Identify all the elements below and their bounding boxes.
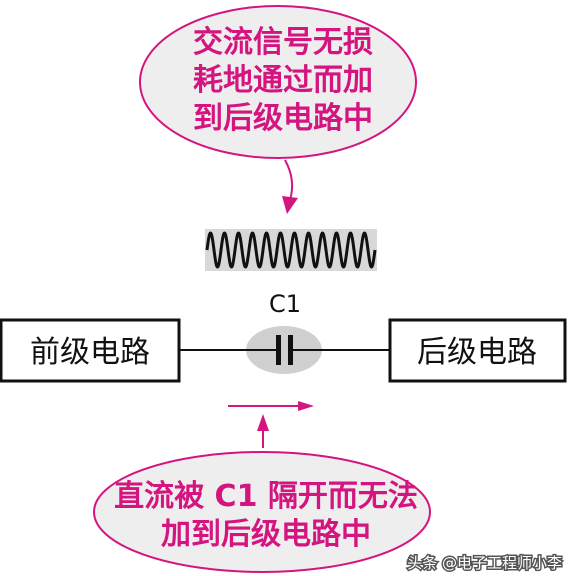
left-box-frame — [0, 318, 181, 383]
capacitor-halo — [246, 326, 322, 374]
capacitor-c1 — [246, 326, 322, 374]
watermark-text: 头条 @电子工程师小李 — [407, 554, 562, 572]
right-box-label: 后级电路 — [417, 335, 537, 370]
bottom-callout: 直流被 C1 隔开而无法 加到后级电路中 — [93, 451, 431, 573]
top-callout-line-3: 到后级电路中 — [193, 101, 373, 136]
right-box-frame — [388, 318, 567, 383]
left-box-label: 前级电路 — [30, 335, 150, 370]
top-callout-bubble — [139, 5, 417, 159]
capacitor-label: C1 — [269, 290, 301, 318]
bottom-callout-line-2: 加到后级电路中 — [161, 517, 371, 552]
bottom-callout-bubble — [93, 451, 431, 573]
ac-waveform-line — [205, 231, 377, 269]
capacitor-plate-left — [276, 335, 281, 365]
left-circuit-box: 前级电路 — [0, 318, 181, 383]
watermark: 头条 @电子工程师小李 — [406, 553, 564, 574]
dc-current-arrowhead — [298, 401, 314, 411]
bottom-callout-arrowhead — [257, 414, 269, 431]
top-callout-arrowhead — [282, 196, 298, 214]
top-callout-arrow — [284, 159, 294, 201]
capacitor-plate-right — [288, 335, 293, 365]
top-callout-line-1: 交流信号无损 — [193, 25, 373, 60]
top-callout: 交流信号无损 耗地通过而加 到后级电路中 — [139, 5, 417, 159]
bottom-callout-line-1: 直流被 C1 隔开而无法 — [114, 479, 418, 514]
ac-signal-waveform — [205, 229, 377, 271]
top-callout-line-2: 耗地通过而加 — [193, 63, 373, 98]
right-circuit-box: 后级电路 — [388, 318, 567, 383]
